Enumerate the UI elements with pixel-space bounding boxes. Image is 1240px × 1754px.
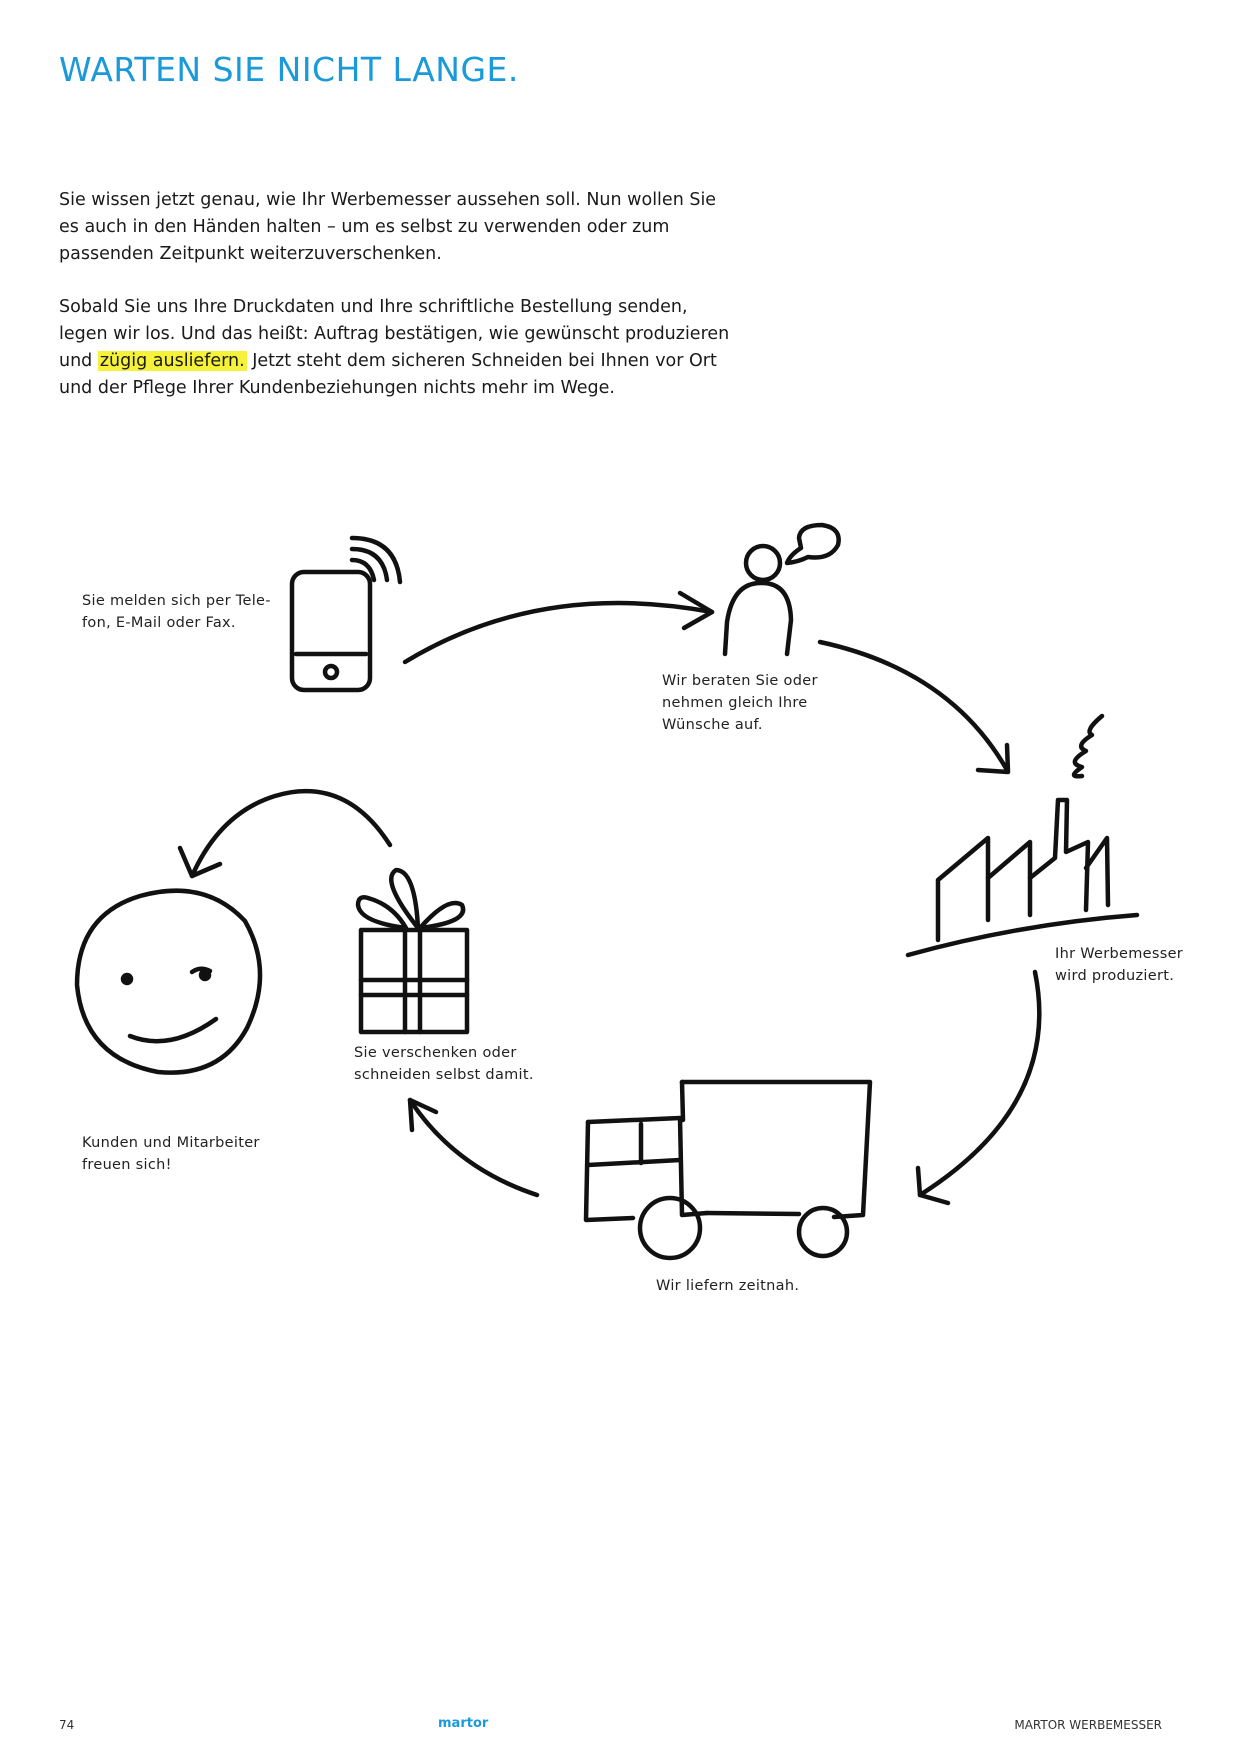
caption-gift: Sie verschenken oder schneiden selbst da…: [354, 1042, 534, 1086]
arrow-factory-to-truck: [915, 969, 1042, 1206]
arrow-gift-to-smiley: [177, 788, 393, 879]
arrow-phone-to-consult: [402, 590, 715, 665]
gift-icon: [355, 867, 470, 1035]
caption-consult-line-3: Wünsche auf.: [662, 717, 763, 733]
arrow-truck-to-gift: [407, 1097, 540, 1198]
highlighted-phrase: zügig ausliefern.: [97, 351, 247, 371]
caption-consult-line-2: nehmen gleich Ihre: [662, 695, 808, 711]
intro-paragraph-1: Sie wissen jetzt genau, wie Ihr Werbemes…: [59, 190, 717, 264]
caption-consult-line-1: Wir beraten Sie oder: [662, 673, 818, 689]
smiley-icon: [74, 888, 263, 1075]
brand-logo: martor: [438, 1716, 489, 1731]
footer-title: MARTOR WERBEMESSER: [1014, 1718, 1162, 1732]
caption-gift-line-1: Sie verschenken oder: [354, 1045, 517, 1061]
caption-truck-line-1: Wir liefern zeitnah.: [656, 1278, 800, 1294]
caption-factory-line-1: Ihr Werbemesser: [1055, 946, 1184, 962]
page-number: 74: [59, 1718, 75, 1732]
caption-smiley-line-1: Kunden und Mitarbeiter: [82, 1135, 260, 1151]
caption-smiley: Kunden und Mitarbeiter freuen sich!: [82, 1132, 260, 1176]
caption-phone-line-2: fon, E-Mail oder Fax.: [82, 615, 236, 631]
caption-truck: Wir liefern zeitnah.: [656, 1275, 799, 1297]
caption-gift-line-2: schneiden selbst damit.: [354, 1067, 534, 1083]
caption-smiley-line-2: freuen sich!: [82, 1157, 172, 1173]
intro-paragraph-2: Sobald Sie uns Ihre Druckdaten und Ihre …: [59, 294, 739, 402]
phone-icon: [289, 535, 403, 693]
caption-factory-line-2: wird produziert.: [1055, 968, 1175, 984]
caption-phone-line-1: Sie melden sich per Tele-: [82, 593, 271, 609]
intro-text: Sie wissen jetzt genau, wie Ihr Werbemes…: [59, 187, 739, 402]
caption-consult: Wir beraten Sie oder nehmen gleich Ihre …: [662, 670, 818, 736]
arrow-consult-to-factory: [817, 639, 1011, 775]
intro-p2-start: Sobald Sie uns Ihre Druckdaten und Ihre …: [59, 297, 730, 371]
page-title: WARTEN SIE NICHT LANGE.: [59, 50, 519, 89]
intro-p2-end: Jetzt steht dem sicheren Schneiden bei I…: [59, 351, 717, 398]
person-speech-icon: [722, 522, 841, 657]
caption-phone: Sie melden sich per Tele- fon, E-Mail od…: [82, 590, 271, 634]
caption-factory: Ihr Werbemesser wird produziert.: [1055, 943, 1183, 987]
factory-icon: [905, 713, 1140, 958]
truck-icon: [583, 1079, 873, 1261]
